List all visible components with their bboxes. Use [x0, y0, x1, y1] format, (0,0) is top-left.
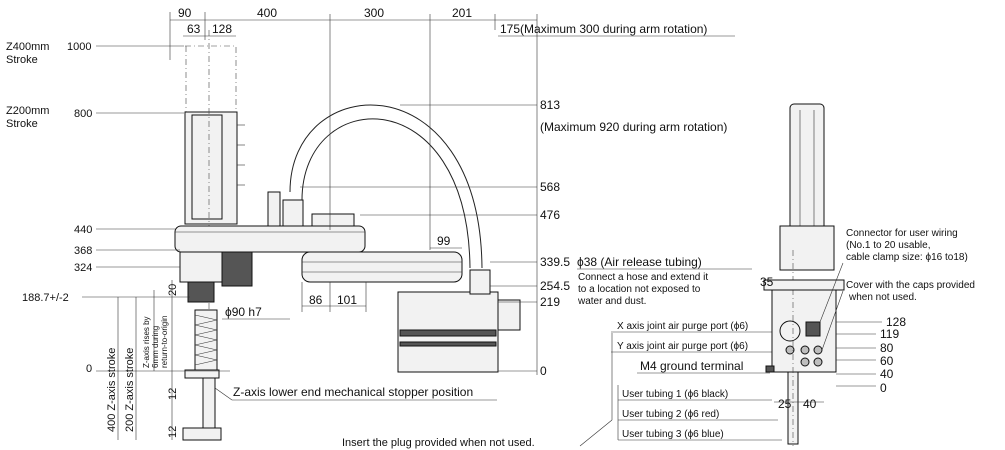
dim-86: 86 — [309, 293, 323, 307]
height-339-5: 339.5 — [540, 255, 570, 269]
z-rise-note-3: return-to-origin — [160, 316, 169, 368]
z400-label: Z400mm — [6, 41, 49, 53]
plug-note: Insert the plug provided when not used. — [342, 437, 535, 449]
svg-text:Stroke: Stroke — [6, 54, 38, 66]
side-dim-25: 25 — [778, 397, 792, 411]
lower-flange — [182, 427, 222, 441]
height-476: 476 — [540, 208, 560, 222]
right-height-dimensions: 813 (Maximum 920 during arm rotation) 56… — [214, 98, 727, 401]
dim-90: 90 — [178, 6, 192, 20]
height-568: 568 — [540, 180, 560, 194]
side-h-0: 0 — [880, 381, 887, 395]
z-rise-note-2: 6mm during — [151, 326, 160, 368]
hose-note-1: Connect a hose and extend it — [578, 272, 708, 283]
side-ground-terminal — [765, 365, 775, 373]
side-port-large — [779, 320, 801, 342]
cable-hose — [289, 104, 483, 269]
tube3-label: User tubing 3 (ϕ6 blue) — [622, 429, 724, 440]
side-top-plate — [763, 279, 845, 291]
arm-cap — [311, 213, 355, 227]
side-dim-40: 40 — [803, 397, 817, 411]
z-rise-note-1: Z-axis rises by — [142, 316, 151, 368]
side-dim-35: 35 — [760, 275, 774, 289]
z400-stroke: 400 Z-axis stroke — [106, 348, 118, 432]
tube1-label: User tubing 1 (ϕ6 black) — [622, 389, 728, 400]
dim-400: 400 — [257, 6, 277, 20]
z200-label: Z200mm — [6, 105, 49, 117]
height-920-note: (Maximum 920 during arm rotation) — [540, 120, 727, 134]
shaft-diameter: ϕ90 h7 — [225, 305, 262, 319]
left-height-dimensions: Z400mm Stroke 1000 Z200mm Stroke 800 440… — [6, 41, 230, 440]
lower-shaft — [202, 377, 216, 429]
controller-connector — [497, 299, 521, 331]
hose-fitting — [469, 269, 491, 295]
side-h-128: 128 — [886, 315, 906, 329]
dim-175: 175(Maximum 300 during arm rotation) — [500, 22, 707, 36]
cover-note-2: when not used. — [848, 292, 917, 303]
arm-2 — [301, 251, 463, 283]
dim-128: 128 — [212, 22, 232, 36]
base-collar — [179, 251, 225, 283]
side-arm — [779, 225, 835, 271]
z-axis-cover-panel — [191, 114, 223, 220]
dim-99: 99 — [437, 234, 451, 248]
callouts: ϕ38 (Air release tubing) Connect a hose … — [342, 255, 790, 449]
arm-1 — [174, 225, 366, 253]
tool-flange — [184, 369, 220, 379]
x-purge-label: X axis joint air purge port (ϕ6) — [617, 321, 748, 332]
z400-outline — [185, 45, 237, 112]
spline-nut — [187, 281, 215, 303]
height-254-5: 254.5 — [540, 279, 570, 293]
robot-front-view — [174, 30, 521, 441]
controller-stripe — [399, 329, 497, 337]
dim-12-b: 12 — [167, 426, 179, 438]
dim-63: 63 — [187, 22, 201, 36]
tube2-label: User tubing 2 (ϕ6 red) — [622, 409, 719, 420]
robot-side-view: Connector for user wiring (No.1 to 20 us… — [760, 103, 975, 446]
svg-text:Stroke: Stroke — [6, 118, 38, 130]
side-height-ticks: 128 119 80 60 40 0 — [836, 315, 906, 395]
side-h-40: 40 — [880, 367, 894, 381]
hose-note-2: to a location not exposed to — [578, 284, 701, 295]
dim-12-a: 12 — [167, 388, 179, 400]
side-h-60: 60 — [880, 354, 894, 368]
height-813: 813 — [540, 98, 560, 112]
stopper-label: Z-axis lower end mechanical stopper posi… — [233, 385, 473, 399]
dim-201: 201 — [452, 6, 472, 20]
ground-label: M4 ground terminal — [640, 359, 743, 373]
side-h-80: 80 — [880, 341, 894, 355]
height-0-right: 0 — [540, 364, 547, 378]
dim-300: 300 — [364, 6, 384, 20]
dim-101: 101 — [337, 293, 357, 307]
arm-connector-2 — [282, 199, 304, 227]
hose-note-3: water and dust. — [577, 296, 646, 307]
height-440: 440 — [74, 224, 92, 236]
height-1000: 1000 — [67, 41, 91, 53]
height-0: 0 — [86, 363, 92, 375]
bellows — [194, 309, 218, 371]
side-h-119: 119 — [880, 327, 899, 341]
air-release-label: ϕ38 (Air release tubing) — [577, 255, 702, 269]
height-219: 219 — [540, 295, 560, 309]
height-368: 368 — [74, 245, 92, 257]
height-324: 324 — [74, 262, 92, 274]
conn-note-3: cable clamp size: ϕ16 to18) — [846, 252, 968, 263]
height-188-7: 188.7+/-2 — [22, 292, 69, 304]
conn-note-2: (No.1 to 20 usable, — [846, 240, 931, 251]
base-motor — [221, 251, 253, 287]
top-dimensions: 90 63 128 400 300 201 175(Maximum 300 du… — [169, 6, 735, 375]
cover-note-1: Cover with the caps provided — [846, 280, 975, 291]
height-800: 800 — [74, 108, 92, 120]
y-purge-label: Y axis joint air purge port (ϕ6) — [617, 341, 748, 352]
conn-note-1: Connector for user wiring — [846, 228, 958, 239]
dim-20: 20 — [167, 284, 179, 296]
side-user-connector — [805, 321, 821, 337]
z200-stroke: 200 Z-axis stroke — [124, 348, 136, 432]
arm-connector-1 — [267, 191, 281, 227]
